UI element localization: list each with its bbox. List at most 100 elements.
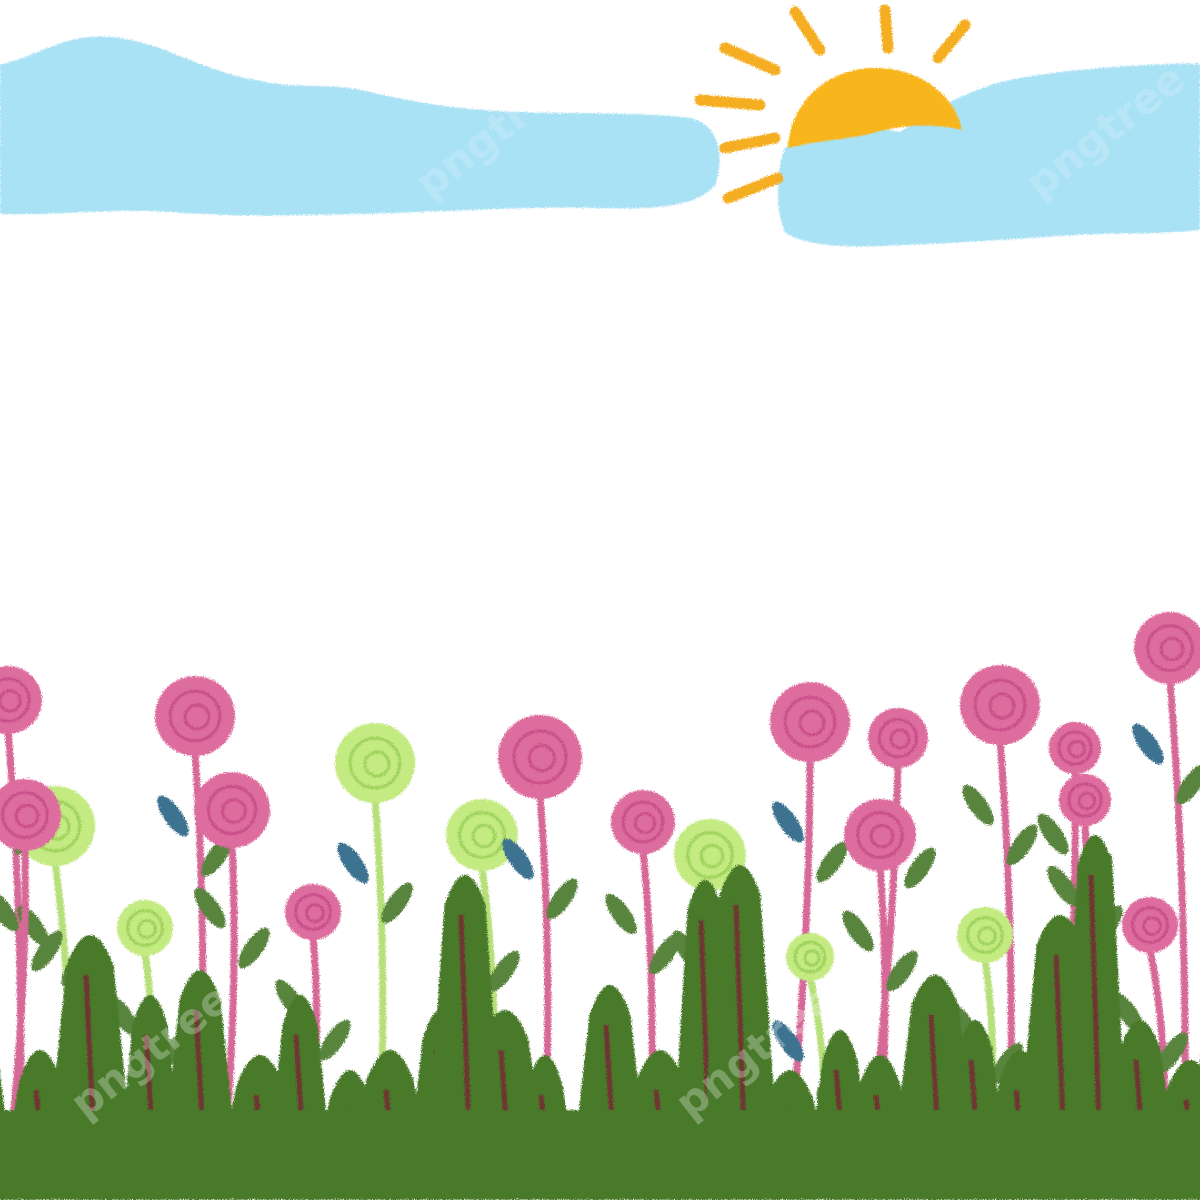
leaf [1132, 723, 1164, 765]
flower-icon [155, 676, 235, 1154]
leaf [238, 927, 270, 969]
flower-head [1122, 897, 1178, 953]
leaf [772, 801, 804, 843]
flower-spiral [686, 831, 734, 879]
sun-ray [932, 19, 971, 64]
flower-icon [842, 799, 918, 1154]
flower-spiral [633, 811, 657, 835]
flower-head [498, 715, 582, 799]
flower-head [194, 772, 270, 848]
flower-icon [498, 715, 582, 1154]
flower-icon [194, 772, 270, 1154]
flower-spiral [527, 743, 557, 773]
grass-base [0, 1110, 1200, 1200]
flower-spiral [1131, 906, 1169, 944]
leaf [194, 887, 226, 929]
flower-spiral [0, 677, 31, 723]
flower-spiral [1067, 782, 1103, 818]
flower-spiral [348, 736, 402, 790]
flower-head [117, 900, 173, 956]
leaf [1047, 865, 1079, 907]
flower-spiral [798, 709, 826, 737]
flower-spiral [803, 949, 821, 967]
flower-head [786, 933, 834, 981]
leaf [157, 795, 189, 837]
leaf [962, 784, 994, 826]
flower-spiral [1067, 739, 1087, 759]
flower-spiral [699, 843, 725, 869]
leaf [1006, 824, 1038, 866]
sun-ray [719, 42, 781, 76]
flower-spiral [1077, 791, 1097, 811]
flower-spiral [966, 916, 1004, 954]
flower-spiral [206, 784, 258, 836]
flower-spiral [1146, 624, 1194, 672]
leaf [1156, 1032, 1188, 1074]
cloud-icon [0, 36, 720, 216]
flower-spiral [621, 800, 665, 844]
flower-head [844, 799, 916, 871]
flower-spiral [221, 798, 247, 824]
leaf [886, 950, 918, 992]
flower-field [0, 612, 1200, 1154]
flower-spiral [0, 689, 22, 713]
flower-head [611, 790, 675, 854]
flower-spiral [783, 695, 837, 749]
sun-ray [789, 6, 826, 56]
leaf [381, 882, 413, 924]
leaf [502, 838, 534, 880]
flower-head [446, 799, 518, 871]
flower-spiral [294, 893, 332, 931]
flower-head [960, 665, 1040, 745]
flower-spiral [168, 689, 222, 743]
flower-spiral [1159, 636, 1185, 662]
flower-spiral [869, 823, 895, 849]
flower-spiral [793, 940, 827, 974]
leaf [0, 890, 19, 932]
sun-disc [788, 68, 962, 148]
flower-head [335, 723, 415, 803]
flower-head [0, 779, 61, 851]
sun-icon [694, 4, 971, 204]
flower-spiral [137, 919, 157, 939]
leaf [1037, 813, 1069, 855]
leaf [31, 930, 63, 972]
flower-head [155, 676, 235, 756]
cloud-icon [777, 63, 1200, 247]
flower-spiral [977, 926, 997, 946]
leaf [904, 847, 936, 889]
flower-head [957, 907, 1013, 963]
flower-head [285, 884, 341, 940]
flower-spiral [471, 823, 497, 849]
sun-ray [719, 132, 781, 154]
flower-head [674, 819, 746, 891]
leaf [649, 933, 681, 975]
flower-spiral [14, 803, 40, 829]
sky [0, 36, 1200, 247]
sun-ray [694, 94, 766, 111]
flower-spiral [856, 811, 904, 859]
flower-stem [6, 843, 29, 1154]
flower-spiral [305, 903, 325, 923]
grass-icon [0, 835, 1200, 1200]
leaf [337, 842, 369, 884]
flower-spiral [1, 791, 49, 839]
flower-spiral [183, 703, 211, 731]
leaf [546, 878, 578, 920]
leaf [319, 1019, 351, 1061]
flower-spiral [877, 717, 919, 759]
sun-ray [722, 172, 784, 204]
flower-head [1049, 722, 1101, 774]
leaf [605, 893, 637, 935]
leaf [772, 1020, 804, 1062]
flower-spiral [126, 909, 164, 947]
sun-ray [879, 4, 894, 54]
flower-spiral [363, 750, 391, 778]
flower-spiral [889, 728, 911, 750]
flower-spiral [973, 678, 1027, 732]
flower-spiral [988, 692, 1016, 720]
flower-icon [0, 779, 63, 1154]
flower-spiral [1142, 916, 1162, 936]
flower-spiral [458, 811, 506, 859]
